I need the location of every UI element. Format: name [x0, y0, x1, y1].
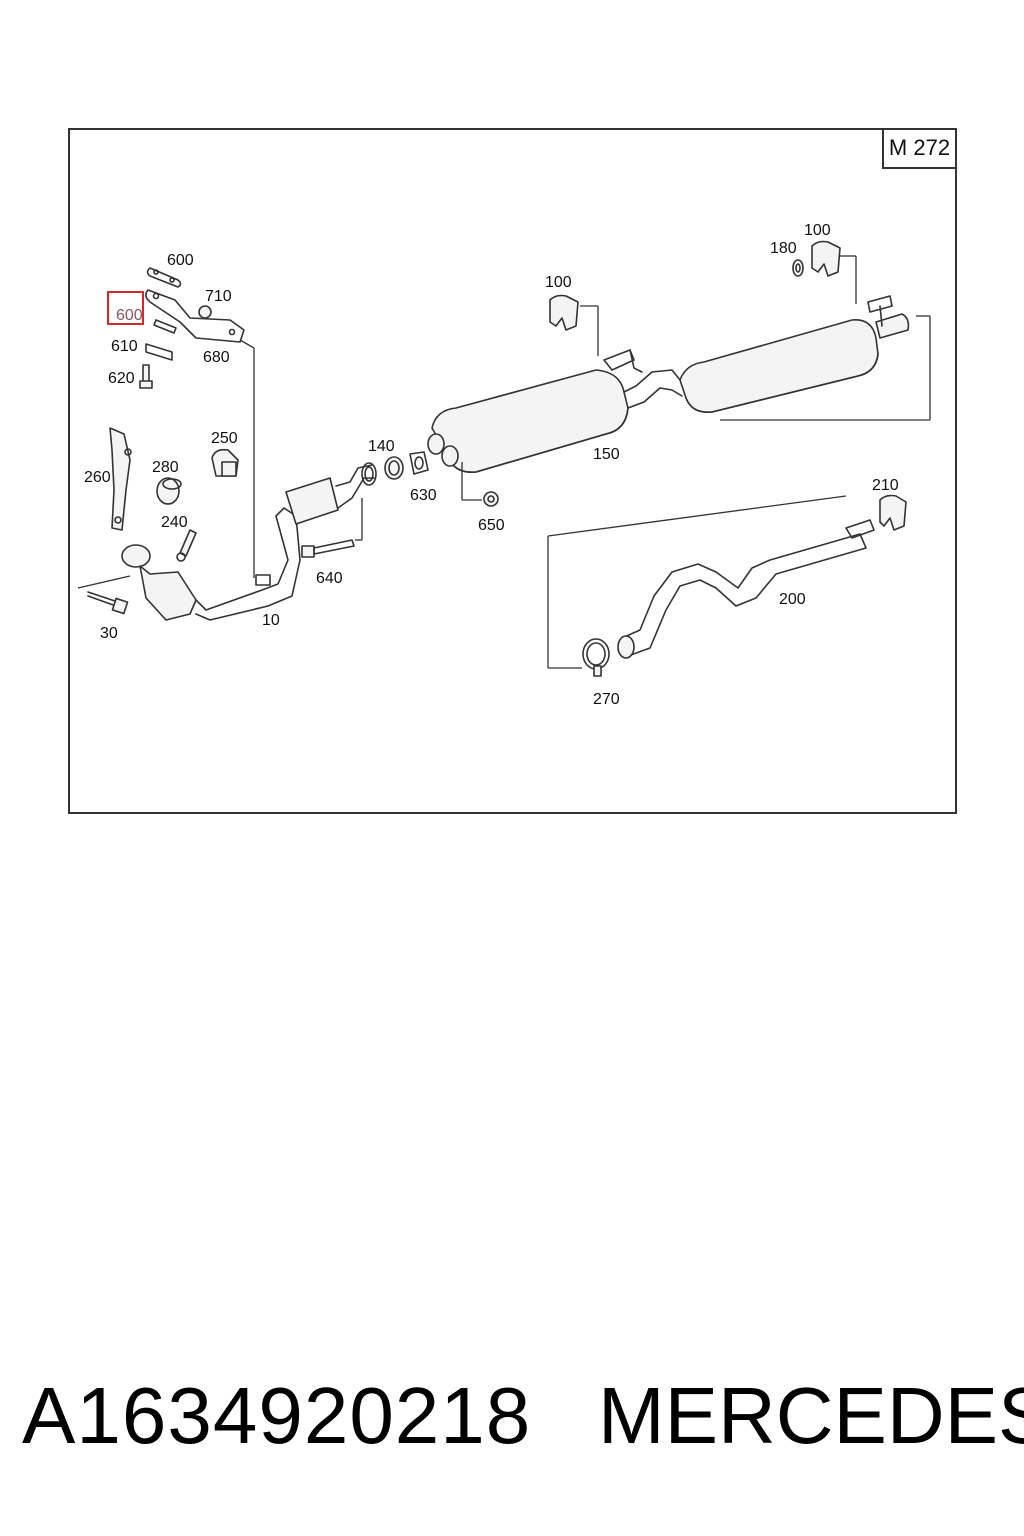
- sensor-240-part: [176, 529, 197, 562]
- rear-muffler-part: [679, 295, 910, 414]
- ring-630-part: [384, 456, 404, 480]
- sleeve-280-part: [156, 477, 182, 505]
- clamp-250-part: [211, 448, 239, 477]
- highlight-box: [107, 291, 144, 325]
- tail-pipe-200-part: [617, 519, 875, 659]
- callout-100-left: 100: [545, 274, 572, 291]
- brand-name: MERCEDES: [598, 1371, 1024, 1460]
- callout-650: 650: [478, 517, 505, 534]
- hanger-210-part: [879, 494, 907, 531]
- bolt-620-part: [139, 364, 153, 389]
- nut-650-part: [483, 491, 499, 507]
- center-pipe-part: [603, 349, 683, 409]
- callout-100-right: 100: [804, 222, 831, 239]
- gasket-630b-part: [409, 451, 429, 475]
- exhaust-parts-diagram: 600: [77, 222, 931, 708]
- callout-30: 30: [100, 625, 118, 642]
- bolt-640-part: [301, 539, 355, 558]
- callout-240: 240: [161, 514, 188, 531]
- gasket-140-part: [361, 462, 377, 486]
- strap-600-part: [146, 267, 182, 288]
- callout-680: 680: [203, 349, 230, 366]
- hanger-100-right-part: [811, 240, 841, 277]
- callout-620: 620: [108, 370, 135, 387]
- callout-200: 200: [779, 591, 806, 608]
- bolt-30-part: [87, 591, 129, 615]
- clip-610-part: [145, 343, 173, 361]
- callout-250: 250: [211, 430, 238, 447]
- diagram-frame: [68, 128, 957, 814]
- bracket-680-part: [145, 289, 245, 343]
- highlighted-callout-600: 600: [116, 307, 143, 324]
- part-number: A1634920218: [22, 1371, 532, 1460]
- callout-630: 630: [410, 487, 437, 504]
- washer-180-part: [792, 259, 804, 277]
- hanger-100-left-part: [549, 294, 579, 331]
- nut-710-part: [198, 305, 212, 319]
- callout-10: 10: [262, 612, 280, 629]
- heat-shield-260-part: [109, 427, 131, 531]
- callout-640: 640: [316, 570, 343, 587]
- callout-270: 270: [593, 691, 620, 708]
- model-code-box: M 272: [882, 129, 955, 169]
- callout-150: 150: [593, 446, 620, 463]
- callout-280: 280: [152, 459, 179, 476]
- callout-610: 610: [111, 338, 138, 355]
- callout-260: 260: [84, 469, 111, 486]
- callout-710: 710: [205, 288, 232, 305]
- clamp-270-part: [582, 638, 610, 677]
- callout-600: 600: [167, 252, 194, 269]
- callout-140: 140: [368, 438, 395, 455]
- callout-180: 180: [770, 240, 797, 257]
- callout-210: 210: [872, 477, 899, 494]
- front-pipe-10-part: [121, 464, 375, 621]
